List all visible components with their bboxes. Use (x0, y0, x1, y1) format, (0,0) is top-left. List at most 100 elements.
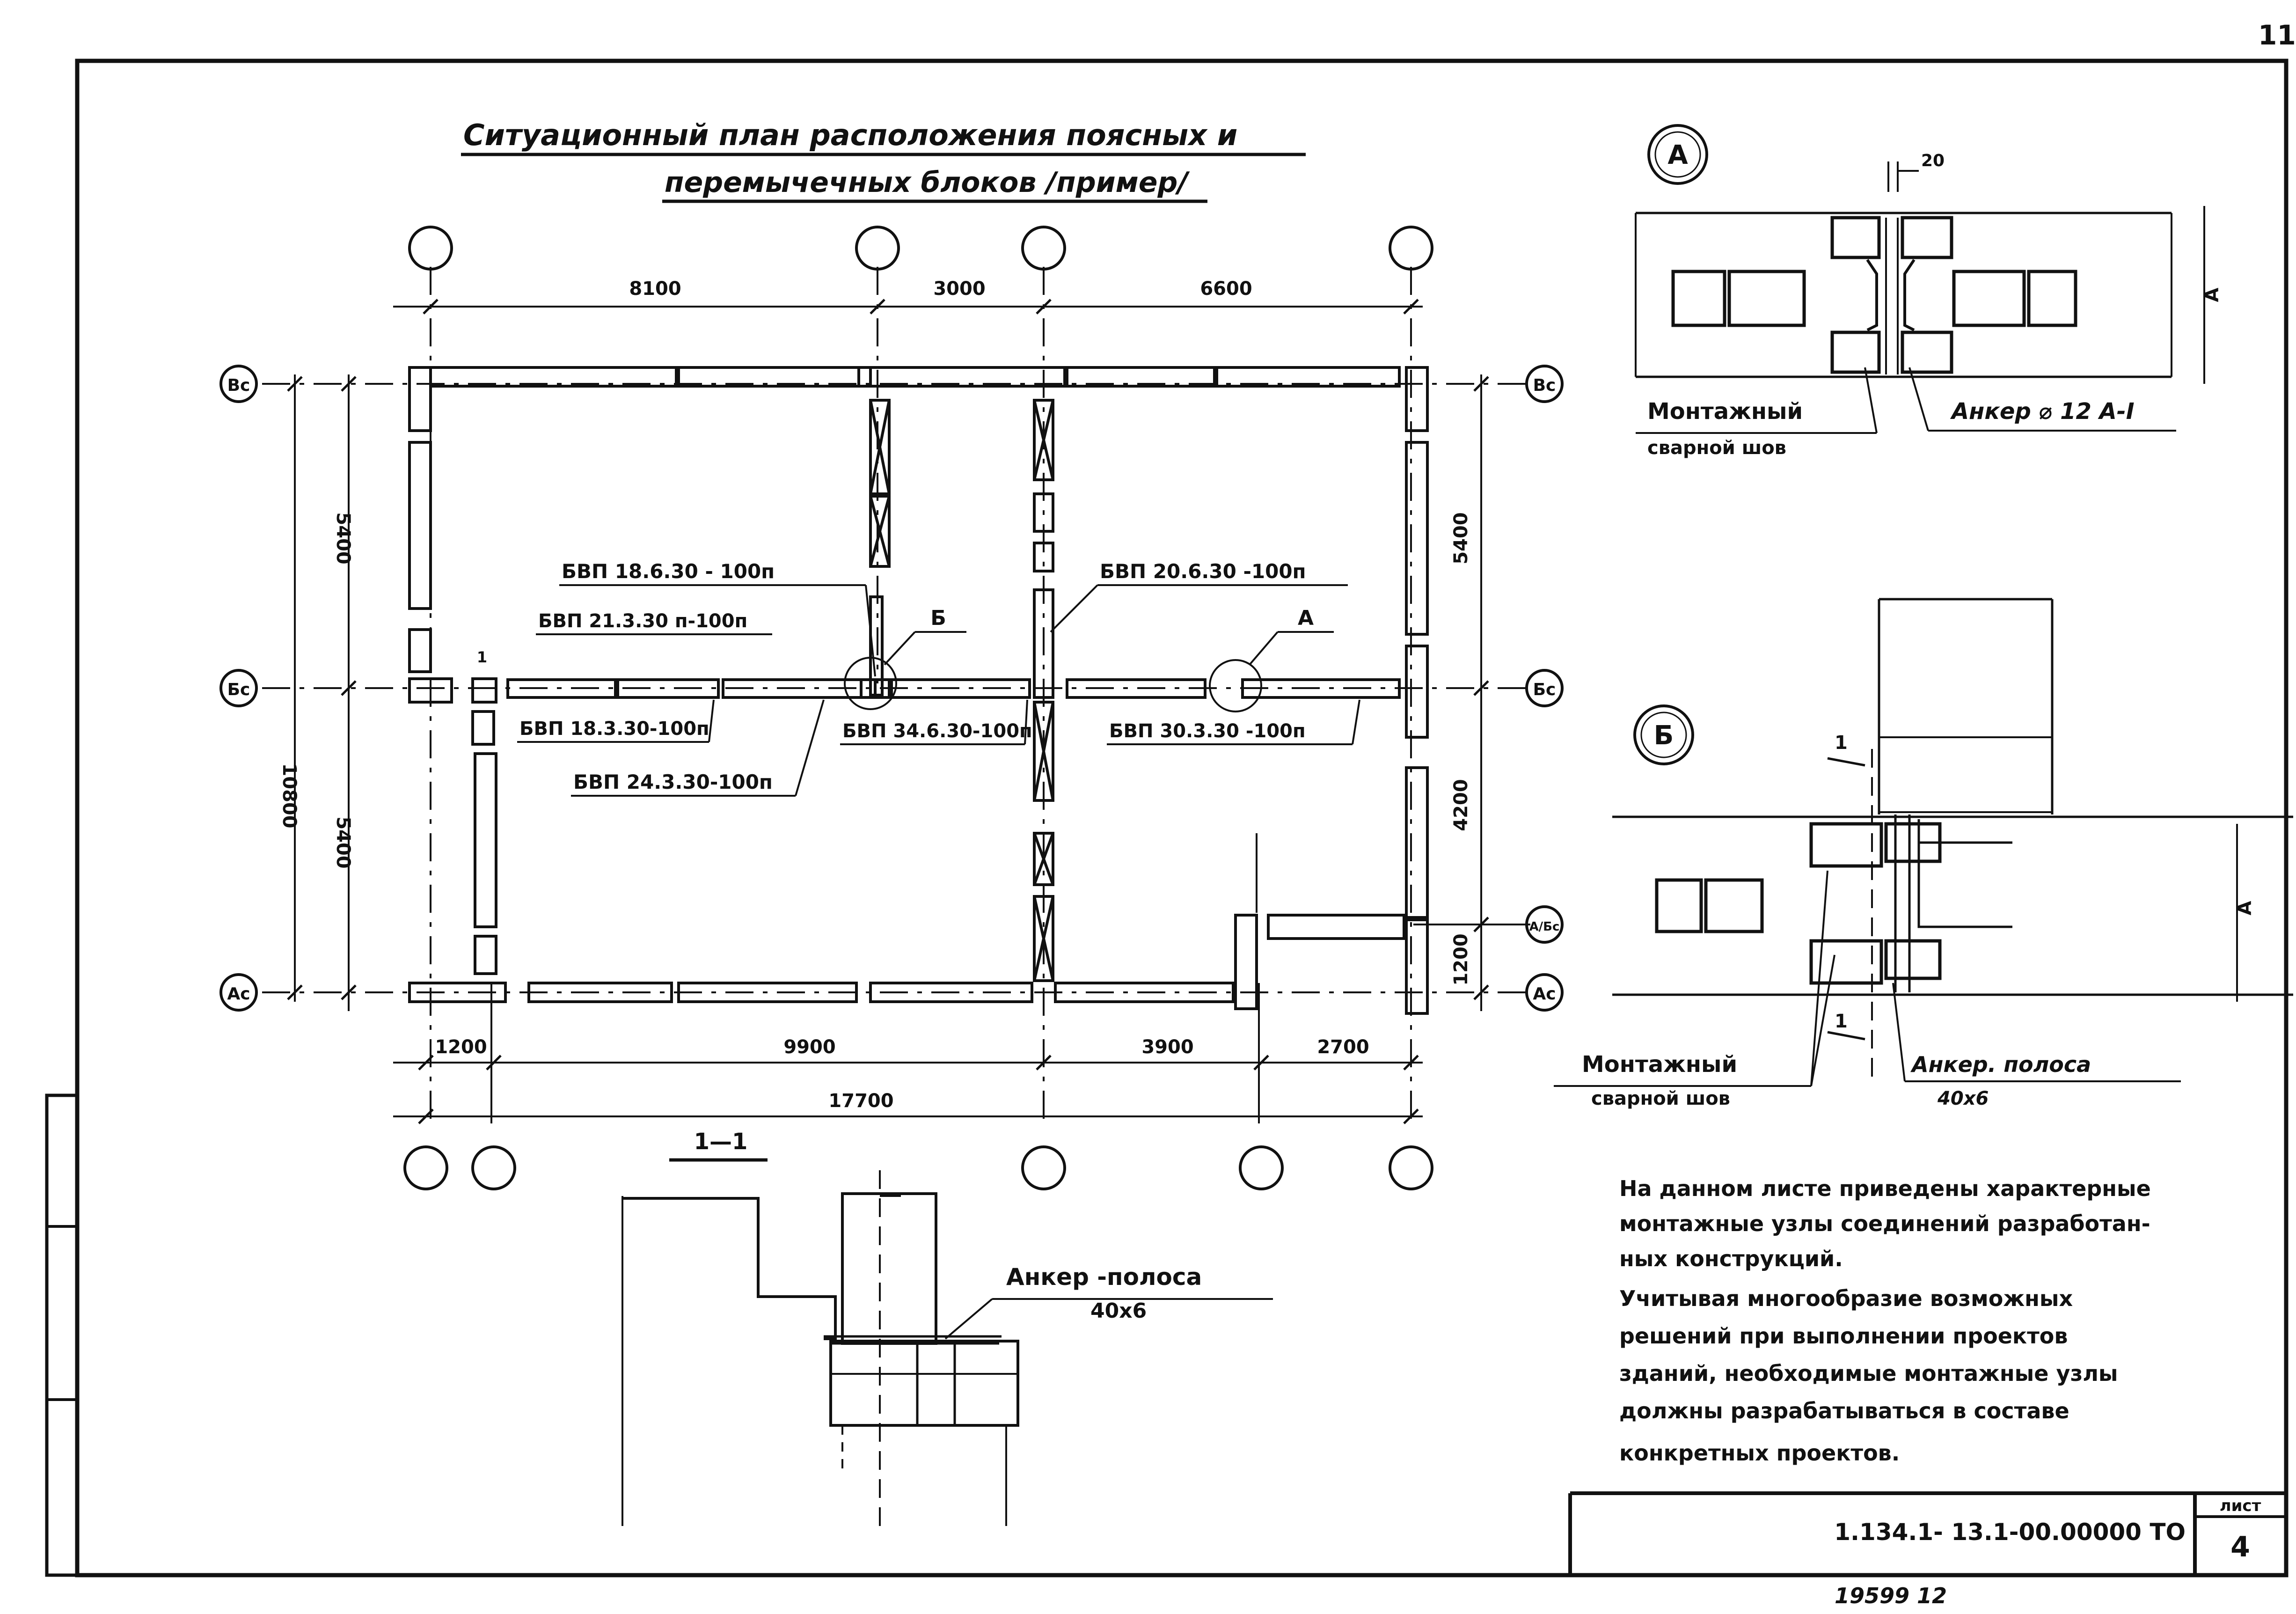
lintel-block (869, 399, 891, 495)
detail-a-circle-label: А (1667, 140, 1688, 170)
row-axis-label-vs-left: Вс (227, 376, 250, 395)
axis-bubble (855, 226, 900, 271)
axis-bubble (408, 226, 453, 271)
detail-b-weld-label-1: Монтажный (1582, 1051, 1737, 1078)
detail-b-weld-label-2: сварной шов (1591, 1088, 1730, 1109)
title-line-2: перемычечных блоков /пример/ (665, 166, 1190, 199)
lintel-block (1405, 645, 1429, 739)
note-line-1: На данном листе приведены характерные (1619, 1176, 2151, 1201)
node-a-circle (1209, 659, 1262, 712)
lintel-block (1033, 701, 1054, 802)
lintel-block (471, 677, 497, 704)
lintel-block (408, 628, 432, 673)
detail-b-circle-label: Б (1654, 720, 1674, 751)
notes-block: На данном листе приведены характерные мо… (1619, 1176, 2151, 1466)
row-axis-label-as-left: Ас (227, 984, 250, 1004)
lintel-block (869, 982, 1033, 1003)
lintel-block (1033, 399, 1054, 481)
dim-left-inner-2: 5400 (332, 816, 354, 868)
block-label-3: БВП 18.3.30-100п (519, 718, 709, 740)
lintel-block (527, 982, 673, 1003)
axis-bubble (1239, 1145, 1284, 1190)
lintel-block (677, 366, 872, 388)
note-line-2: монтажные узлы соединений разработан- (1619, 1211, 2150, 1236)
lintel-block (1033, 832, 1054, 886)
document-code: 1.134.1- 13.1-00.00000 ТО (1834, 1519, 2186, 1546)
page-number: 11 (2258, 19, 2296, 51)
lintel-block (1267, 914, 1405, 940)
block-labels: БВП 18.6.30 - 100п БВП 21.3.30 п-100п БВ… (517, 560, 1360, 797)
lintel-block (408, 677, 453, 704)
node-b-label: Б (930, 606, 946, 630)
block-label-5: БВП 34.6.30-100п (842, 720, 1032, 742)
lintel-block (860, 678, 891, 699)
detail-b-anchor-label-2: 40х6 (1937, 1088, 1989, 1109)
section-1-1: 1—1 Анкер -полоса 40х6 (622, 1129, 1273, 1526)
node-b-circle (844, 657, 897, 710)
dim-left-outer: 10800 (278, 763, 300, 828)
lintel-block (857, 366, 1066, 388)
lintel-block (1033, 492, 1054, 533)
section-anchor-label-1: Анкер -полоса (1006, 1263, 1202, 1291)
block-label-2: БВП 21.3.30 п-100п (538, 610, 747, 632)
lintel-block (1405, 918, 1429, 1015)
row-axis-label-ab: А/Бс (1529, 920, 1560, 934)
axis-bubble (1021, 1145, 1066, 1190)
dim-right-1: 5400 (1450, 512, 1472, 564)
sheet-number: 4 (2230, 1531, 2250, 1563)
section-title: 1—1 (694, 1129, 748, 1155)
detail-a-anchor-label: Анкер ⌀ 12 А-I (1950, 398, 2135, 425)
axis-bubble (1389, 1145, 1433, 1190)
dim-left-inner-1: 5400 (332, 512, 354, 564)
node-a-label: А (1298, 606, 1314, 630)
row-axis-label-bs-left: Бс (227, 680, 250, 699)
lintel-block (1066, 678, 1206, 699)
lintel-block (1405, 441, 1429, 636)
lintel-block (471, 710, 495, 746)
dim-top-2: 3000 (933, 278, 985, 300)
axis-bubble (1021, 226, 1066, 271)
detail-a-side-label: А (2201, 287, 2223, 302)
row-axis-label-bs-right: Бс (1533, 680, 1556, 699)
dim-bottom-4: 2700 (1317, 1036, 1369, 1058)
row-axis-label-as-right: Ас (1533, 984, 1556, 1004)
detail-b: Б 1 1 А Монтажный сварной шов А (1554, 598, 2293, 1109)
lintel-block (408, 366, 432, 432)
lintel-block (1033, 895, 1054, 982)
lintel-block (677, 982, 858, 1003)
axis-bubble (1389, 226, 1433, 271)
sheet-label: лист (2220, 1497, 2261, 1515)
note-line-5: решений при выполнении проектов (1619, 1323, 2068, 1349)
dim-top-1: 8100 (629, 278, 681, 300)
dimension-values: 8100 3000 6600 10800 5400 5400 5400 4200… (278, 278, 1472, 1112)
lintel-block (1054, 982, 1235, 1003)
row-axis-label-vs-right: Вс (1533, 376, 1556, 395)
footer-number: 19599 12 (1835, 1583, 1947, 1608)
title-stamp: 1.134.1- 13.1-00.00000 ТО лист 4 (1834, 1497, 2261, 1563)
section-tick: 1 (477, 648, 487, 666)
lintel-block (1405, 766, 1429, 919)
section-anchor-label-2: 40х6 (1090, 1299, 1147, 1323)
lintel-block (1066, 366, 1216, 388)
dimension-lines (287, 299, 1489, 1124)
dim-total: 17700 (828, 1090, 893, 1112)
detail-b-side-label: А (2234, 901, 2256, 915)
dim-bottom-3: 3900 (1141, 1036, 1193, 1058)
lintel-block (1033, 542, 1054, 572)
lintel-block (408, 982, 507, 1003)
note-line-7: должны разрабатываться в составе (1619, 1398, 2069, 1423)
title-block: Ситуационный план расположения поясных и… (461, 118, 1306, 203)
detail-a-weld-label-2: сварной шов (1647, 437, 1786, 459)
dim-right-2: 4200 (1450, 779, 1472, 831)
lintel-block (1405, 366, 1429, 432)
plan-blocks (408, 366, 1429, 1015)
top-axis-markers (408, 226, 1433, 271)
dim-top-3: 6600 (1200, 278, 1252, 300)
lintel-block (722, 678, 877, 699)
title-line-1: Ситуационный план расположения поясных и (463, 118, 1237, 152)
note-line-8: конкретных проектов. (1619, 1440, 1900, 1466)
detail-a-weld-label-1: Монтажный (1647, 398, 1803, 425)
block-label-4: БВП 24.3.30-100п (573, 770, 773, 793)
lintel-block (869, 495, 891, 568)
